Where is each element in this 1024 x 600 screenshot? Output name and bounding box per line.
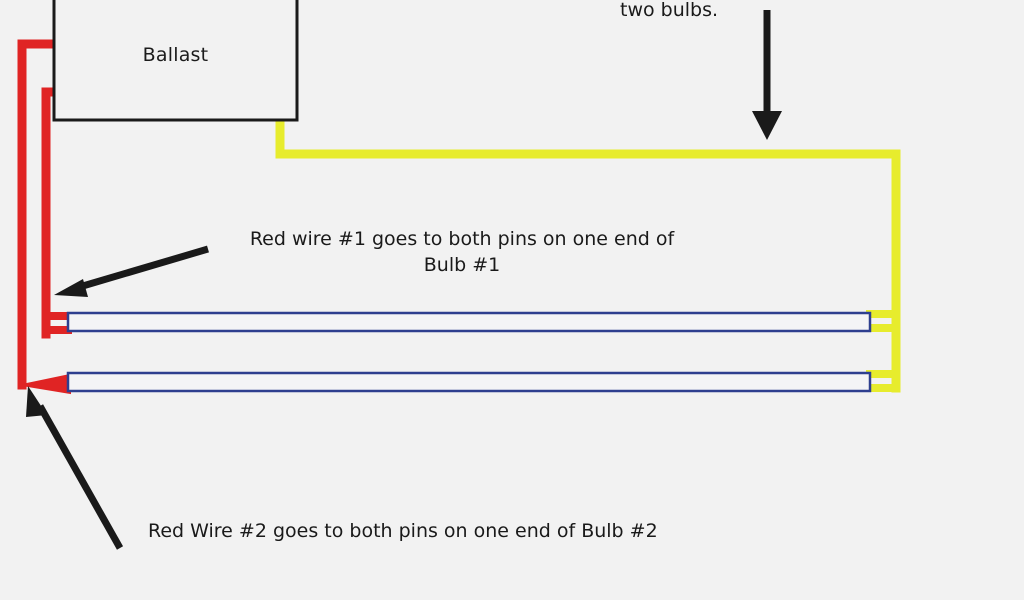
arrow-bulb2-head	[26, 386, 47, 417]
red-wire-2-path	[17, 39, 61, 390]
annotation-arrow-bulb2	[26, 386, 124, 550]
ballast-label: Ballast	[142, 44, 209, 66]
bulb-1-body	[66, 311, 872, 333]
annotation-arrow-top	[752, 10, 782, 140]
arrow-bulb1-shaft	[75, 245, 209, 292]
yellow-wire	[275, 115, 901, 393]
annotation-text-red-wire-2: Red Wire #2 goes to both pins on one end…	[148, 520, 658, 542]
red-wire-1-path	[41, 87, 61, 339]
arrow-top-head	[752, 111, 782, 140]
annotation-text-two-bulbs: two bulbs.	[620, 0, 719, 21]
annotation-arrow-bulb1	[54, 245, 209, 297]
arrow-bulb2-shaft	[36, 404, 124, 550]
red-wire-1	[41, 87, 72, 339]
ballast-box	[52, 0, 299, 122]
bulb-2-body	[66, 371, 872, 393]
annotation-text-red-wire-1: Red wire #1 goes to both pins on one end…	[249, 228, 675, 277]
arrow-bulb1-head	[54, 279, 88, 297]
yellow-wire-path	[275, 115, 901, 393]
